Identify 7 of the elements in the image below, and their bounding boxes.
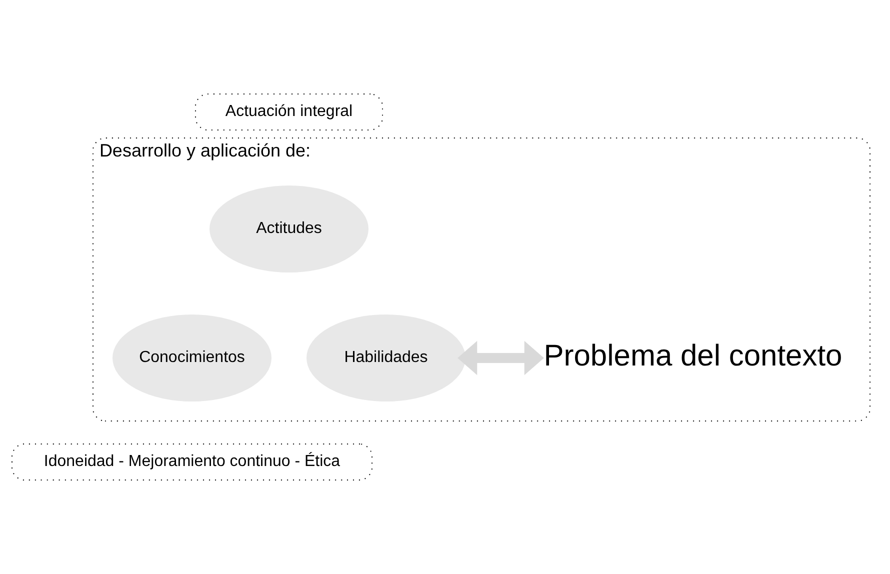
node-ellipse: Conocimientos xyxy=(112,314,272,402)
node-ellipse: Actitudes xyxy=(210,186,368,272)
node-box: Actuación integral xyxy=(195,94,383,130)
node-box: Idoneidad - Mejoramiento continuo - Ética xyxy=(12,444,372,480)
arrow xyxy=(458,340,544,376)
node-ellipse: Habilidades xyxy=(306,314,466,402)
node-text: Problema del contexto xyxy=(544,340,842,372)
